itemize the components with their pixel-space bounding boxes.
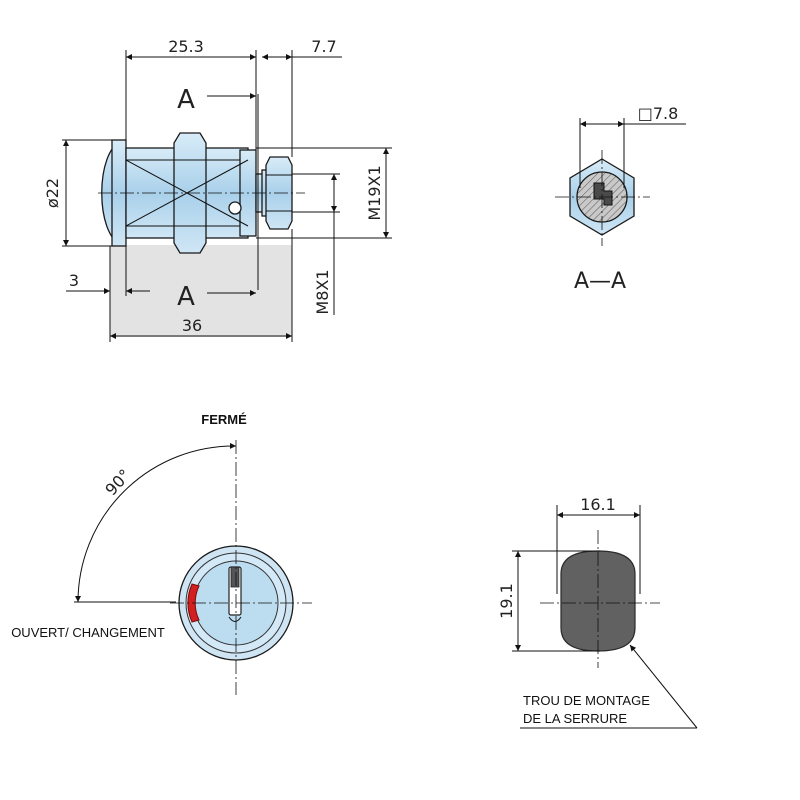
dim-thread-body-label: M19X1 <box>365 165 384 220</box>
dim-cutout-height-label: 19.1 <box>497 583 516 619</box>
dim-bolt-label: 7.7 <box>311 37 336 56</box>
key-pin <box>230 566 240 588</box>
dim-flange-label: 3 <box>69 271 79 290</box>
cutout-view: 16.1 19.1 TROU DE MONTAGE DE LA SERRURE <box>497 495 698 729</box>
dim-total-label: 36 <box>182 316 202 335</box>
note-leader <box>629 644 698 729</box>
dim-thread-bolt-label: M8X1 <box>313 269 332 314</box>
side-view: 25.3 7.7 ø22 M19X1 M8X1 3 36 A A <box>43 37 392 342</box>
front-view: FERMÉ 90° OUVERT/ CHANGEMENT <box>11 412 312 695</box>
dim-diameter-label: ø22 <box>43 178 62 208</box>
section-title: A—A <box>574 269 626 294</box>
section-mark-top: A <box>177 85 195 115</box>
note-line-2: DE LA SERRURE <box>523 711 627 726</box>
open-label: OUVERT/ CHANGEMENT <box>11 625 165 640</box>
closed-label: FERMÉ <box>201 412 247 427</box>
section-mark-bottom: A <box>177 282 195 312</box>
section-key-slot <box>593 182 613 206</box>
section-view: □7.8 A—A <box>555 104 686 294</box>
dim-cutout-width-label: 16.1 <box>580 495 616 514</box>
note-line-1: TROU DE MONTAGE <box>523 693 650 708</box>
rotation-arc <box>75 442 237 603</box>
pin-hole <box>228 201 242 215</box>
dim-square-label: □7.8 <box>638 104 679 123</box>
angle-label: 90° <box>101 465 134 499</box>
dim-length-label: 25.3 <box>168 37 204 56</box>
